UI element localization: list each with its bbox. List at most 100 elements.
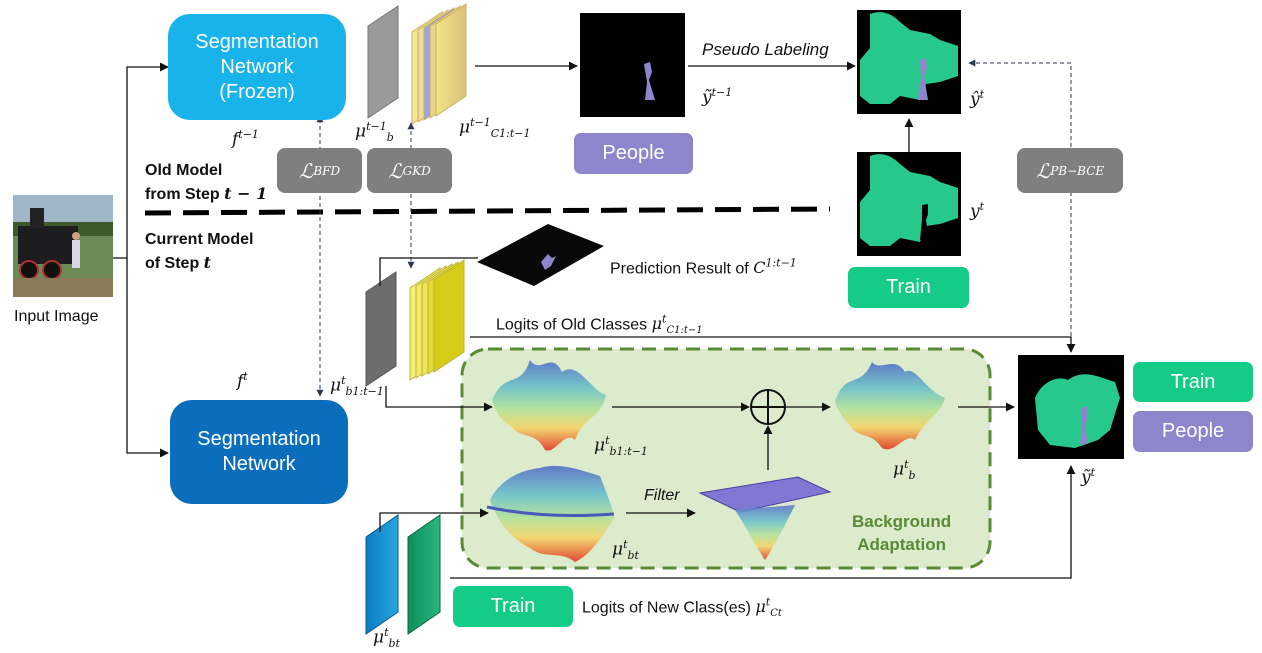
mu-b-prev-label: μt−1b (355, 120, 394, 144)
loss-pbbce-symbol: ℒ (1035, 158, 1051, 183)
old-class-feature-stack (411, 3, 467, 125)
mu-b-prev-sup: t−1 (366, 120, 387, 133)
y-hat-label: ŷt (970, 88, 984, 110)
model-divider (144, 206, 831, 216)
bg-adaptation-label: Background Adaptation (852, 510, 951, 556)
mu-b-old-mid-label: μtb1:t−1 (594, 434, 648, 458)
current-model-label: Current Model of Step t (145, 228, 253, 275)
wire-to-pred-result (379, 257, 478, 286)
y-hat-base: ŷ (970, 89, 980, 110)
output-image (1018, 355, 1124, 459)
f-prev-sup: t−1 (238, 128, 259, 141)
seg-frozen-line1: Segmentation (195, 30, 319, 53)
prediction-result-text: Prediction Result of (610, 260, 754, 278)
y-tilde-prev-base: ỹ (702, 87, 712, 108)
f-prev-label: ft−1 (232, 128, 259, 150)
surface-bg-adapted (835, 362, 945, 450)
mu-b-old-left-label: μtb1:t−1 (330, 374, 384, 398)
mu-b-new-bottom-label: μtbt (373, 626, 400, 650)
prediction-result-label: Prediction Result of C1:t−1 (610, 257, 797, 278)
pbbce-dashed (968, 59, 1072, 350)
prediction-result-mask (541, 254, 556, 270)
mu-c-old-sup: t (662, 313, 667, 326)
old-model-line1: Old Model (145, 162, 223, 179)
pseudo-label-image (857, 10, 961, 114)
f-cur-label: ft (237, 370, 248, 392)
loss-bfd-sub: BFD (313, 163, 341, 178)
prediction-result-math: C1:t−1 (753, 257, 797, 278)
loss-gkd-sub: GKD (402, 163, 431, 178)
old-model-line2: from Step t − 1 (145, 182, 267, 206)
mu-b-prev-base: μ (355, 121, 367, 142)
old-model-step: t − 1 (224, 184, 268, 203)
loss-bfd-symbol: ℒ (298, 158, 314, 183)
bg-adapt-line1: Background (852, 512, 952, 531)
logits-old-label: Logits of Old Classes μtC1:t−1 (496, 313, 703, 337)
mu-b-new-mid-sub: bt (627, 549, 639, 563)
y-hat-sup: t (979, 88, 985, 101)
mu-c-new-sub: Ct (770, 608, 782, 620)
current-bg-feature-sheet (365, 271, 397, 387)
segmentation-network-current: Segmentation Network (170, 400, 348, 504)
mu-b-old-left-sup: t (341, 374, 346, 387)
bg-adapt-line2: Adaptation (857, 535, 946, 554)
current-model-line2: of Step t (145, 251, 253, 275)
mu-c-old-base: μ (651, 314, 663, 334)
y-tilde-prev-sup: t−1 (711, 86, 733, 99)
mu-c-prev-base: μ (459, 117, 471, 138)
logits-old-math: μtC1:t−1 (651, 313, 703, 337)
seg-current-line1: Segmentation (197, 428, 321, 450)
new-bg-feature-sheet (365, 514, 399, 635)
y-sup: t (979, 200, 985, 213)
seg-current-line2: Network (222, 453, 296, 475)
mu-b-new-bottom-sub: bt (388, 637, 400, 651)
current-class-feature-stack (409, 259, 465, 381)
y-tilde-base: ỹ (1081, 467, 1091, 488)
surface-bg-old (492, 360, 606, 451)
c-old-base: C (753, 258, 766, 278)
mu-b-old-mid-sub: b1:t−1 (609, 445, 648, 459)
logits-old-wire (470, 336, 1076, 353)
current-model-step: t (203, 253, 212, 272)
old-model-label: Old Model from Step t − 1 (145, 159, 267, 206)
prev-prediction-image (580, 13, 685, 117)
mu-c-prev-sub: C1:t−1 (490, 127, 531, 141)
mu-b-old-left-base: μ (330, 375, 342, 396)
people-badge-top: People (574, 133, 693, 174)
logits-new-wire (450, 465, 1076, 579)
mu-c-new-base: μ (755, 597, 766, 617)
logits-old-text: Logits of Old Classes (496, 316, 652, 334)
mu-b-old-mid-sup: t (605, 434, 610, 447)
current-model-line1: Current Model (145, 231, 254, 248)
mu-c-new-sup: t (765, 596, 771, 609)
surface-bg-new (486, 465, 615, 562)
mu-c-prev-sup: t−1 (470, 116, 491, 129)
wire-bg-old (385, 386, 493, 412)
logits-new-math: μtCt (755, 596, 782, 620)
mu-b-base: μ (893, 459, 905, 480)
current-model-prefix: of Step (145, 255, 204, 272)
train-badge-mid: Train (848, 267, 969, 308)
train-badge-right: Train (1133, 362, 1253, 402)
prediction-result-plane (477, 224, 604, 286)
input-branch-wire (113, 62, 169, 259)
y-tilde-sup: t (1090, 466, 1096, 479)
old-bg-feature-sheet (367, 5, 399, 119)
mu-b-sub: b (908, 469, 916, 483)
mu-b-new-mid-sup: t (623, 538, 628, 551)
f-cur-base: f (237, 371, 244, 392)
loss-gkd-symbol: ℒ (388, 158, 403, 183)
filter-label: Filter (644, 487, 680, 504)
loss-pbbce-sub: PB−BCE (1050, 163, 1105, 178)
mu-b-new-mid-label: μtbt (612, 538, 639, 562)
y-base: y (970, 201, 980, 222)
seg-frozen-line2: Network (220, 55, 294, 78)
c-old-sup: 1:t−1 (765, 257, 797, 270)
y-tilde-label: ỹt (1081, 466, 1095, 488)
segmentation-network-frozen: Segmentation Network (Frozen) (168, 14, 346, 120)
input-image-label: Input Image (14, 308, 99, 325)
